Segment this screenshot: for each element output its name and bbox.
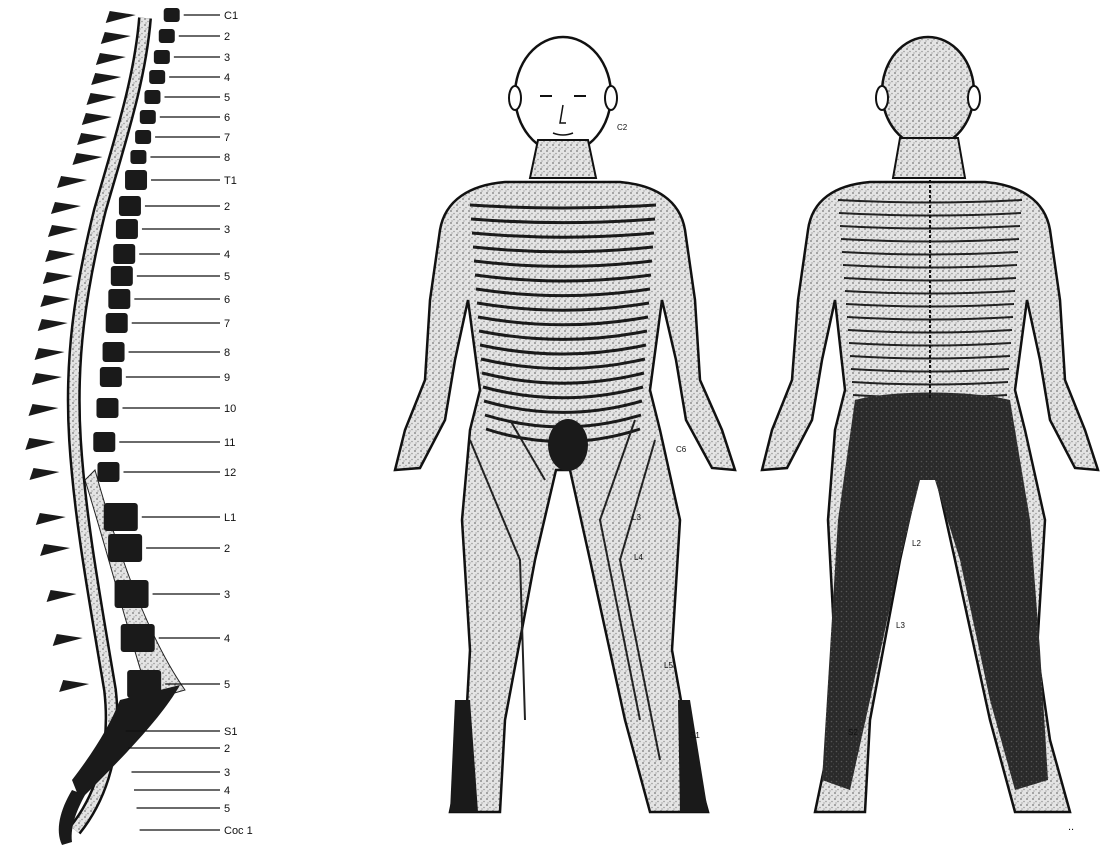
back-dermatome-label: L3: [896, 621, 905, 630]
front-dermatome-label: L4: [634, 553, 643, 562]
vertebral-body: [113, 244, 135, 264]
spinous-process: [38, 319, 68, 331]
vertebral-body: [149, 70, 165, 84]
segment-label: 8: [224, 152, 230, 164]
vertebral-body: [125, 170, 147, 190]
back-head: [882, 37, 974, 147]
spinous-process: [57, 176, 87, 188]
vertebral-body: [108, 289, 130, 309]
spinous-process: [47, 590, 77, 602]
spinous-process: [96, 53, 126, 65]
vertebral-body: [154, 50, 170, 64]
segment-label: 5: [224, 679, 230, 691]
vertebral-body: [108, 534, 142, 562]
segment-label: 4: [224, 785, 230, 797]
sacrum: [72, 685, 180, 800]
segment-label: 5: [224, 803, 230, 815]
back-dermatome-label: S2: [848, 728, 858, 737]
segment-label: 8: [224, 347, 230, 359]
spinous-process: [35, 348, 65, 360]
front-dermatome-label: C6: [676, 445, 687, 454]
segment-label: 12: [224, 467, 236, 479]
spinous-process: [82, 113, 112, 125]
segment-label: 3: [224, 767, 230, 779]
vertebral-body: [144, 90, 160, 104]
vertebral-body: [159, 29, 175, 43]
spinous-process: [36, 513, 66, 525]
vertebral-body: [164, 8, 180, 22]
spinous-process: [59, 680, 89, 692]
vertebral-body: [115, 580, 149, 608]
spinous-process: [106, 11, 136, 23]
segment-label: 2: [224, 31, 230, 43]
back-dermatome-label: L2: [912, 539, 921, 548]
segment-label: Coc 1: [224, 825, 253, 837]
segment-label: L1: [224, 512, 236, 524]
spinous-process: [72, 153, 102, 165]
vertebral-body: [127, 670, 161, 698]
vertebral-body: [96, 398, 118, 418]
segment-label: 2: [224, 201, 230, 213]
spinous-process: [86, 93, 116, 105]
segment-label: 7: [224, 318, 230, 330]
page-dots: ..: [1068, 821, 1074, 833]
vertebral-body: [119, 196, 141, 216]
front-dermatome-label: L5: [664, 661, 673, 670]
segment-label: 4: [224, 633, 230, 645]
spinous-process: [91, 73, 121, 85]
vertebral-body: [116, 219, 138, 239]
spinous-process: [51, 202, 81, 214]
segment-label: 6: [224, 112, 230, 124]
segment-label: S1: [224, 726, 237, 738]
front-dermatome-label: S1: [690, 731, 700, 740]
spinous-process: [40, 295, 70, 307]
segment-label: 11: [224, 437, 235, 449]
segment-label: 3: [224, 589, 230, 601]
segment-label: 9: [224, 372, 230, 384]
vertebral-body: [104, 503, 138, 531]
front-dermatome-label: L3: [632, 513, 641, 522]
segment-labels: C12345678T123456789101112L12345S12345Coc…: [224, 10, 253, 837]
spinous-process: [101, 32, 131, 44]
segment-label: 6: [224, 294, 230, 306]
segment-label: 3: [224, 52, 230, 64]
vertebral-body: [121, 624, 155, 652]
segment-label: 5: [224, 92, 230, 104]
spinous-process: [40, 544, 70, 556]
segment-label: 3: [224, 224, 230, 236]
segment-label: 7: [224, 132, 230, 144]
vertebral-body: [97, 462, 119, 482]
vertebral-body: [111, 266, 133, 286]
segment-label: 4: [224, 249, 230, 261]
spinous-process: [29, 468, 59, 480]
vertebral-body: [103, 342, 125, 362]
segment-label: 10: [224, 403, 236, 415]
segment-label: 4: [224, 72, 230, 84]
vertebral-body: [100, 367, 122, 387]
spinous-process: [53, 634, 83, 646]
vertebral-body: [140, 110, 156, 124]
spine-illustration: C12345678T123456789101112L12345S12345Coc…: [25, 8, 252, 845]
spinous-process: [77, 133, 107, 145]
spinous-process: [43, 272, 73, 284]
spinous-process: [48, 225, 78, 237]
front-dermatome-label: C2: [617, 123, 628, 132]
segment-label: 2: [224, 743, 230, 755]
vertebral-body: [130, 150, 146, 164]
spinous-process: [28, 404, 58, 416]
spinous-process: [45, 250, 75, 262]
segment-label: C1: [224, 10, 238, 22]
segment-label: 2: [224, 543, 230, 555]
vertebral-body: [106, 313, 128, 333]
spinous-process: [25, 438, 55, 450]
segment-label: 5: [224, 271, 230, 283]
spinous-process: [32, 373, 62, 385]
front-genital-region: [548, 419, 588, 471]
segment-label: T1: [224, 175, 237, 187]
vertebral-body: [93, 432, 115, 452]
vertebral-body: [135, 130, 151, 144]
